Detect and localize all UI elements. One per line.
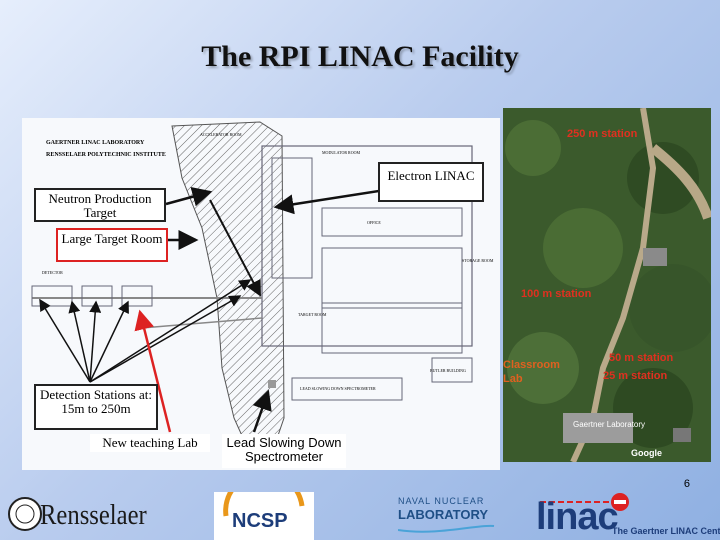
page-number: 6 — [683, 478, 690, 490]
modulator-text: MODULATOR ROOM — [322, 150, 360, 155]
sat-label-25m: 25 m station — [603, 370, 668, 382]
detector-text: DETECTOR — [42, 270, 63, 275]
storage-text: STORAGE ROOM — [462, 258, 494, 263]
slide-title: The RPI LINAC Facility — [201, 40, 519, 73]
large-target-room-box: Large Target Room — [56, 228, 168, 262]
sat-label-250m: 250 m station — [567, 128, 638, 140]
institute-text: RENSSELAER POLYTECHNIC INSTITUTE — [46, 152, 166, 158]
rpi-logo-text: Rensselaer — [40, 500, 147, 531]
office-text: OFFICE — [367, 220, 381, 225]
linac-beam-icon — [540, 493, 629, 511]
sat-label-building: Gaertner Laboratory — [573, 420, 646, 429]
naval-lab-line1: NAVAL NUCLEAR — [398, 496, 485, 506]
satellite-map: 250 m station 100 m station Classroom La… — [503, 108, 711, 462]
ncsp-logo: NCSP — [214, 492, 314, 540]
naval-swoosh-icon — [398, 524, 495, 533]
new-teaching-lab-box: New teaching Lab — [90, 434, 210, 452]
acceler-room-text: ACCELERATOR ROOM — [200, 132, 242, 137]
rpi-seal-icon — [8, 497, 42, 531]
neutron-production-box: Neutron Production Target — [34, 188, 166, 222]
sat-label-100m: 100 m station — [521, 288, 592, 300]
linac-logo-text: linac — [536, 496, 619, 538]
gaertner-center-text: The Gaertner LINAC Center — [612, 526, 720, 536]
ncsp-arc-icon — [223, 492, 305, 517]
logo-strip — [0, 488, 720, 540]
lab-name-text: GAERTNER LINAC LABORATORY — [46, 140, 145, 146]
electron-linac-box: Electron LINAC — [378, 162, 484, 202]
google-copyright: Google — [631, 448, 662, 458]
detection-stations-box: Detection Stations at: 15m to 250m — [34, 384, 158, 430]
sat-label-50m: 50 m station — [609, 352, 674, 364]
lead-slowing-down-box: Lead Slowing Down Spectrometer — [222, 434, 346, 468]
butler-text: BUTLER BUILDING — [430, 368, 466, 373]
target-room-text: TARGET ROOM — [298, 312, 327, 317]
naval-lab-line2: LABORATORY — [398, 507, 489, 522]
sat-label-classroom: Classroom Lab — [503, 359, 560, 385]
lsds-text: LEAD SLOWING DOWN SPECTROMETER — [300, 386, 376, 391]
satellite-image — [503, 108, 711, 462]
ncsp-text: NCSP — [232, 510, 288, 532]
